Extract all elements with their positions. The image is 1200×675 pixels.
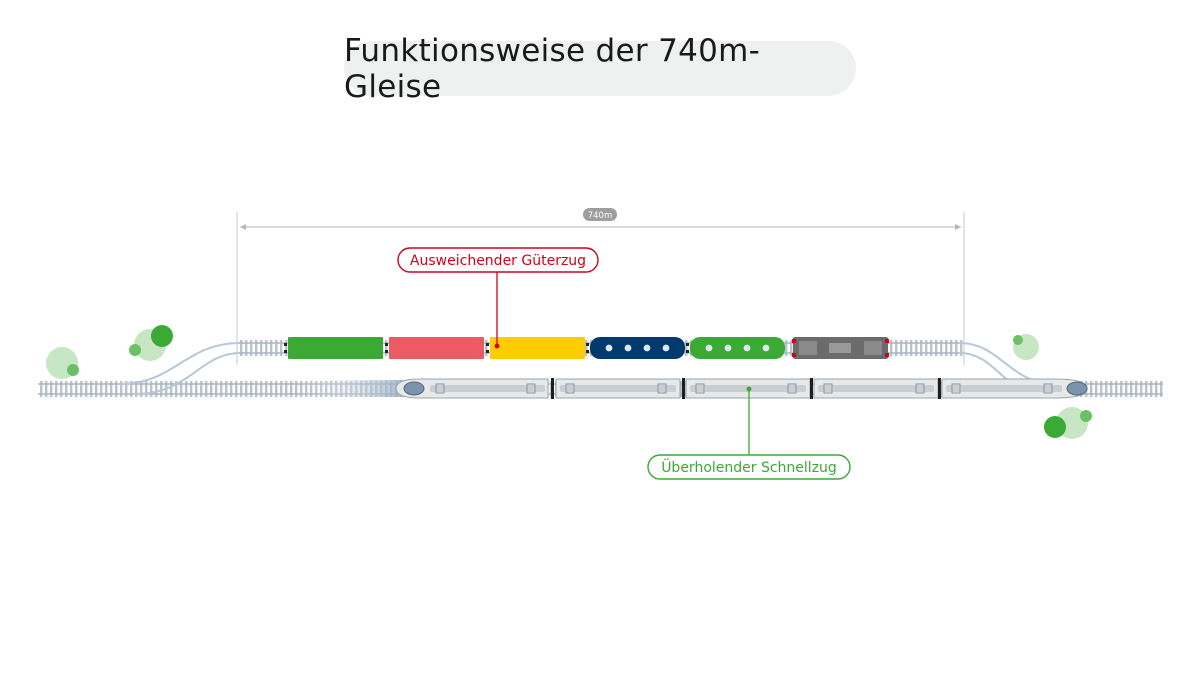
- wagon-coupler: [686, 350, 689, 353]
- measure-label: 740m: [588, 211, 613, 221]
- loco-light: [885, 339, 889, 343]
- freight-label-pill: [397, 247, 599, 273]
- wagon-tank-dot: [743, 344, 751, 352]
- express-label-pill: [647, 454, 851, 480]
- loco-light: [885, 353, 889, 357]
- express-car-gap: [810, 378, 813, 399]
- loco-roof-unit: [829, 343, 851, 353]
- switch-left: [119, 342, 241, 395]
- loco-cab: [799, 341, 817, 355]
- express-bogie: [435, 383, 445, 394]
- freight-wagon: [490, 337, 585, 359]
- express-bogie: [657, 383, 667, 394]
- bush-dark: [1013, 335, 1023, 345]
- wagon-coupler: [284, 350, 287, 353]
- bush-dark: [1080, 410, 1092, 422]
- wagon-coupler: [385, 350, 388, 353]
- wagon-coupler: [586, 350, 589, 353]
- express-bogie: [565, 383, 575, 394]
- wagon-coupler: [486, 350, 489, 353]
- express-label: Überholender Schnellzug: [661, 458, 837, 476]
- measure-badge: [583, 208, 617, 221]
- express-roof-strip: [560, 385, 676, 392]
- freight-train: [284, 337, 889, 359]
- bushes-left: [46, 325, 173, 379]
- wagon-tank-dot: [762, 344, 770, 352]
- wagon-coupler: [586, 343, 589, 346]
- bush-dark: [151, 325, 173, 347]
- express-bogie: [823, 383, 833, 394]
- loco-light: [792, 339, 796, 343]
- freight-wagon: [590, 337, 685, 359]
- express-car-gap: [682, 378, 685, 399]
- express-callout: Überholender Schnellzug: [647, 386, 851, 480]
- loco-light: [792, 353, 796, 357]
- freight-wagon: [389, 337, 484, 359]
- express-roof-strip: [946, 385, 1062, 392]
- wagon-coupler: [385, 343, 388, 346]
- express-roof-strip: [430, 385, 545, 392]
- express-bogie: [1043, 383, 1053, 394]
- wagon-tank-dot: [624, 344, 632, 352]
- express-bogie: [915, 383, 925, 394]
- express-bogie: [787, 383, 797, 394]
- wagon-coupler: [486, 343, 489, 346]
- measurement-740m: 740m: [236, 208, 965, 365]
- freight-callout: Ausweichender Güterzug: [397, 247, 599, 349]
- bushes-right: [1013, 334, 1092, 439]
- express-roof-strip: [818, 385, 934, 392]
- motion-blur: [300, 380, 410, 397]
- express-windshield: [403, 381, 425, 396]
- wagon-tank-dot: [724, 344, 732, 352]
- express-car-gap: [551, 378, 554, 399]
- wagon-coupler: [284, 343, 287, 346]
- freight-wagon: [288, 337, 383, 359]
- loco-cab: [864, 341, 882, 355]
- wagon-tank-dot: [705, 344, 713, 352]
- bush-dark: [129, 344, 141, 356]
- wagon-tank-dot: [662, 344, 670, 352]
- freight-label: Ausweichender Güterzug: [410, 253, 586, 269]
- bush-dark: [1044, 416, 1066, 438]
- express-bogie: [526, 383, 536, 394]
- express-bogie: [951, 383, 961, 394]
- wagon-coupler: [686, 343, 689, 346]
- express-car-gap: [938, 378, 941, 399]
- wagon-tank-dot: [643, 344, 651, 352]
- wagon-tank-dot: [605, 344, 613, 352]
- freight-wagon: [690, 337, 785, 359]
- express-train: [300, 378, 1088, 399]
- express-windshield: [1066, 381, 1088, 396]
- express-bogie: [695, 383, 705, 394]
- bush-dark: [67, 364, 79, 376]
